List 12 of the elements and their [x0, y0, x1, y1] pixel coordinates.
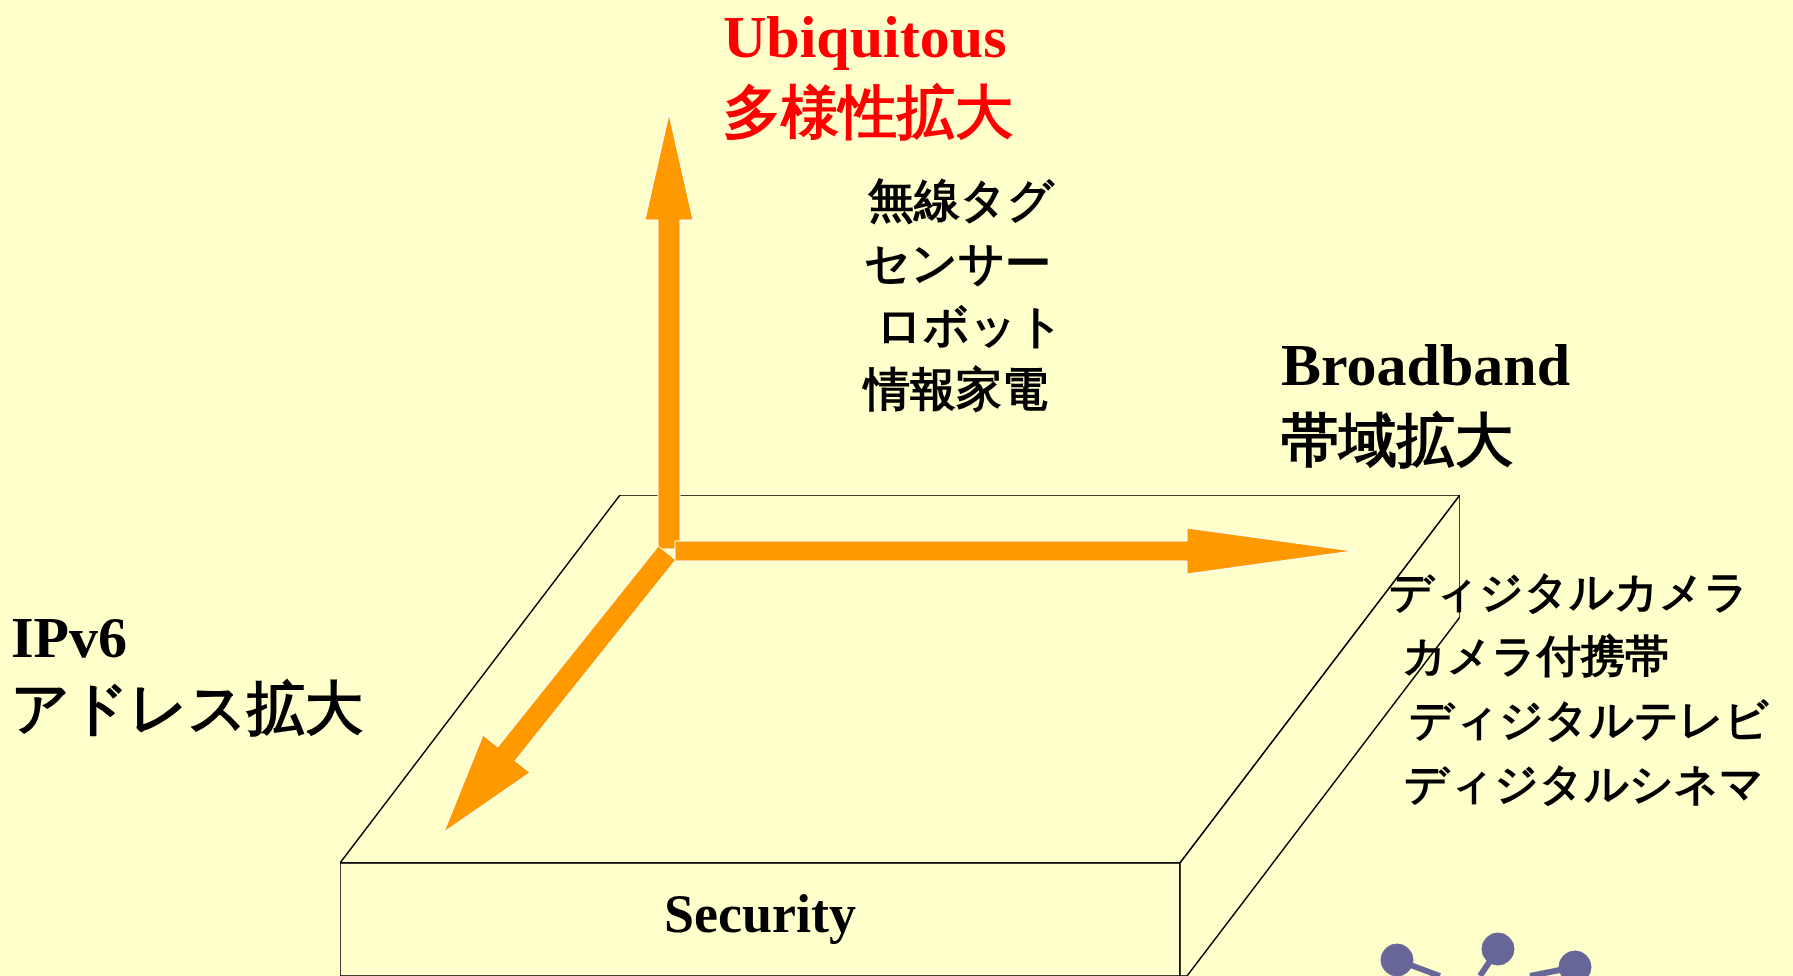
axis-title: IPv6 — [11, 604, 127, 672]
axis-label: ロボット — [876, 298, 1064, 355]
axis-title: Broadband — [1281, 331, 1571, 400]
axis-title: Ubiquitous — [723, 3, 1007, 72]
axis-label: ディジタルテレビ — [1409, 693, 1769, 747]
axis-label: ディジタルシネマ — [1404, 757, 1764, 811]
axis-label: センサー — [864, 235, 1051, 292]
axis-label: 多様性拡大 — [723, 77, 1013, 148]
axis-label: 情報家電 — [864, 361, 1048, 418]
axis-label: 無線タグ — [868, 172, 1054, 229]
axis-label: 帯域拡大 — [1281, 405, 1513, 476]
axis-label: アドレス拡大 — [11, 673, 363, 744]
